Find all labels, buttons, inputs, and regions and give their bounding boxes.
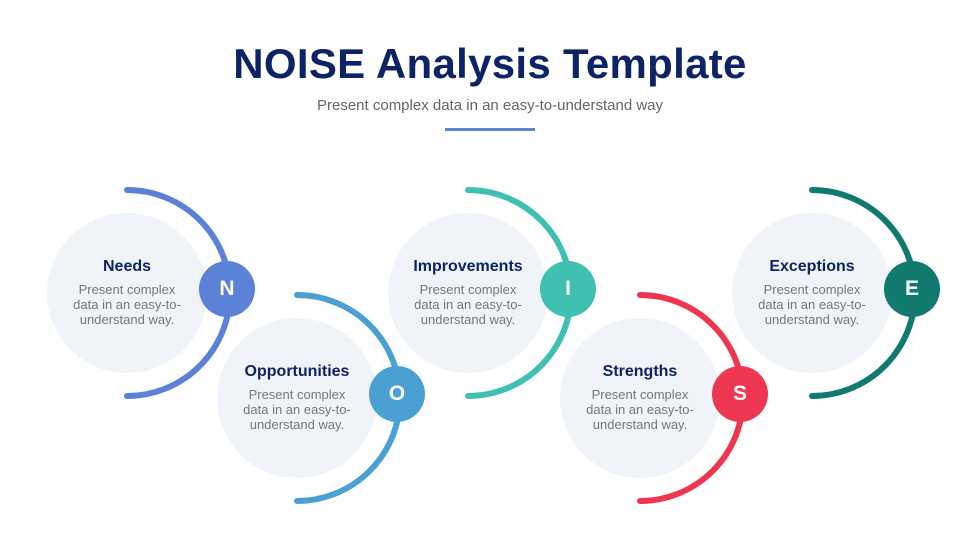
- item-title: Opportunities: [244, 363, 350, 380]
- item-description: Present complex data in an easy-to-under…: [586, 387, 694, 432]
- title-divider: [445, 128, 535, 131]
- letter-badge-e: E: [884, 261, 940, 317]
- bubble-needs: [47, 213, 207, 373]
- item-title: Exceptions: [769, 258, 855, 275]
- page-title: NOISE Analysis Template: [233, 40, 747, 87]
- letter-badge-i: I: [540, 261, 596, 317]
- item-description: Present complex data in an easy-to-under…: [243, 387, 351, 432]
- item-title: Improvements: [413, 258, 523, 275]
- bubble-opportunities: [217, 318, 377, 478]
- item-description: Present complex data in an easy-to-under…: [414, 282, 522, 327]
- bubble-improvements: [388, 213, 548, 373]
- letter-badge-o: O: [369, 366, 425, 422]
- item-title: Strengths: [602, 363, 678, 380]
- item-title: Needs: [102, 258, 152, 275]
- letter-badge-n: N: [199, 261, 255, 317]
- bubble-strengths: [560, 318, 720, 478]
- page-subtitle: Present complex data in an easy-to-under…: [316, 97, 664, 114]
- letter-badge-s: S: [712, 366, 768, 422]
- item-description: Present complex data in an easy-to-under…: [73, 282, 181, 327]
- bubble-exceptions: [732, 213, 892, 373]
- item-description: Present complex data in an easy-to-under…: [758, 282, 866, 327]
